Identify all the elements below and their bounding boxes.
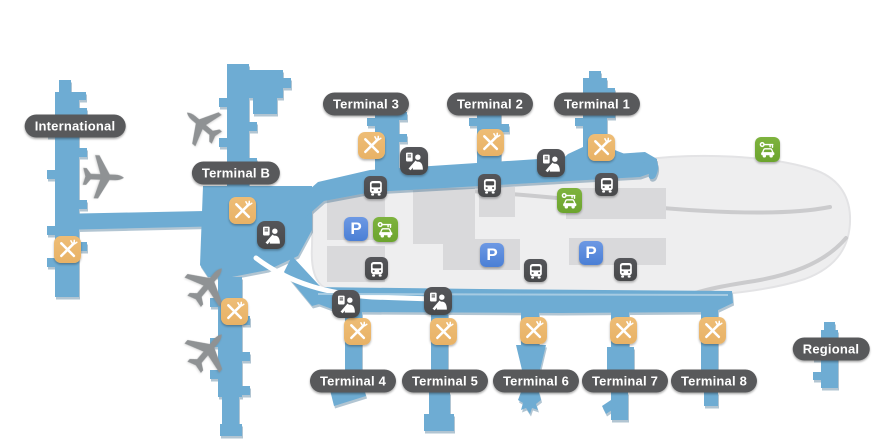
passport-control-icon (332, 290, 360, 318)
rental-car-icon (373, 217, 398, 242)
airplane-icon (171, 94, 235, 158)
restaurant-icon (430, 318, 457, 345)
restaurant-icon (221, 298, 248, 325)
label-terminal-3: Terminal 3 (322, 92, 410, 116)
restaurant-icon (610, 317, 637, 344)
restaurant-icon (699, 317, 726, 344)
label-terminal-7: Terminal 7 (581, 369, 669, 393)
airplane-icon (77, 152, 127, 202)
shuttle-bus-icon (364, 176, 387, 199)
label-terminal-6: Terminal 6 (492, 369, 580, 393)
passport-control-icon (257, 221, 285, 249)
shuttle-bus-icon (595, 173, 618, 196)
label-terminal-1: Terminal 1 (553, 92, 641, 116)
passport-control-icon (537, 149, 565, 177)
restaurant-icon (344, 318, 371, 345)
shuttle-bus-icon (524, 259, 547, 282)
shuttle-bus-icon (365, 257, 388, 280)
airplane-icon (172, 251, 243, 322)
parking-icon: P (480, 243, 504, 267)
parking-letter: P (486, 245, 498, 264)
label-regional: Regional (792, 337, 870, 361)
shuttle-bus-icon (478, 174, 501, 197)
passport-control-icon (424, 287, 452, 315)
label-terminal-b: Terminal B (191, 161, 281, 185)
rental-car-icon (755, 137, 780, 162)
restaurant-icon (588, 134, 615, 161)
access-road (253, 255, 435, 302)
restaurant-icon (358, 132, 385, 159)
label-international: International (24, 114, 126, 138)
label-terminal-5: Terminal 5 (401, 369, 489, 393)
rental-car-icon (557, 188, 582, 213)
restaurant-icon (229, 197, 256, 224)
parking-letter: P (350, 219, 362, 238)
passport-control-icon (400, 147, 428, 175)
parking-icon: P (579, 241, 603, 265)
label-terminal-2: Terminal 2 (446, 92, 534, 116)
parking-icon: P (344, 217, 368, 241)
restaurant-icon (54, 236, 81, 263)
label-terminal-4: Terminal 4 (309, 369, 397, 393)
label-terminal-8: Terminal 8 (670, 369, 758, 393)
restaurant-icon (477, 129, 504, 156)
airplane-icon (172, 317, 243, 388)
concourse-highlight (317, 293, 729, 296)
parking-letter: P (585, 243, 597, 262)
shuttle-bus-icon (614, 258, 637, 281)
restaurant-icon (520, 317, 547, 344)
